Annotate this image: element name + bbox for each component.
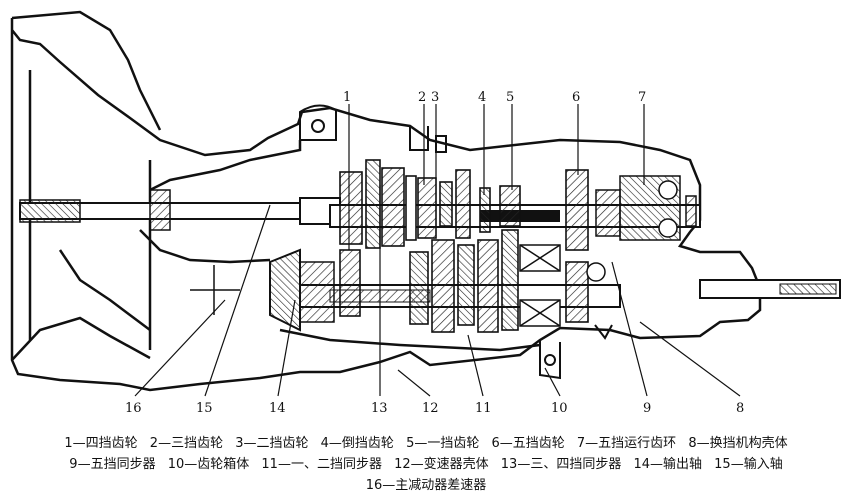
center-crosshair xyxy=(190,265,240,315)
callout-3: 3 xyxy=(431,90,439,105)
legend-item: 9—五挡同步器 xyxy=(69,457,156,472)
legend-item: 15—输入轴 xyxy=(714,457,783,472)
callout-10: 10 xyxy=(551,401,568,416)
callout-numbers: 1 2 3 4 5 6 7 16 15 14 13 12 11 10 9 8 xyxy=(125,90,744,416)
callout-6: 6 xyxy=(572,90,580,105)
callout-11: 11 xyxy=(475,401,492,416)
callout-4: 4 xyxy=(478,90,486,105)
callout-14: 14 xyxy=(269,401,286,416)
callout-13: 13 xyxy=(371,401,388,416)
legend-item: 12—变速器壳体 xyxy=(394,457,489,472)
legend-item: 11—一、二挡同步器 xyxy=(261,457,382,472)
callout-2: 2 xyxy=(418,90,426,105)
input-shaft xyxy=(19,189,341,231)
legend-item: 1—四挡齿轮 xyxy=(64,436,138,451)
legend-item: 7—五挡运行齿环 xyxy=(576,436,677,451)
legend-item: 2—三挡齿轮 xyxy=(149,436,224,451)
gear-stack-lower xyxy=(339,229,589,333)
callout-15: 15 xyxy=(196,401,213,416)
callout-5: 5 xyxy=(506,90,514,105)
callout-9: 9 xyxy=(643,401,651,416)
differential-pinion-gear xyxy=(269,248,335,332)
gear-stack-upper xyxy=(339,159,589,251)
callout-7: 7 xyxy=(638,90,646,105)
leader-lines xyxy=(134,104,741,397)
legend-item: 4—倒挡齿轮 xyxy=(320,436,394,451)
callout-8: 8 xyxy=(736,401,744,416)
legend-item: 8—换挡机构壳体 xyxy=(688,436,788,451)
diagram-legend: 1—四挡齿轮 2—三挡齿轮 3—二挡齿轮 4—倒挡齿轮 5—一挡齿轮 6—五挡齿… xyxy=(14,433,838,496)
legend-item: 10—齿轮箱体 xyxy=(167,457,250,472)
transmission-cross-section-diagram: 1 2 3 4 5 6 7 16 15 14 13 12 11 10 9 8 xyxy=(10,10,841,416)
legend-item: 3—二挡齿轮 xyxy=(235,436,309,451)
output-extension-shaft xyxy=(699,279,841,299)
legend-item: 5—一挡齿轮 xyxy=(406,436,480,451)
callout-12: 12 xyxy=(422,401,439,416)
legend-item: 6—五挡齿轮 xyxy=(491,436,565,451)
callout-16: 16 xyxy=(125,401,142,416)
callout-1: 1 xyxy=(343,90,351,105)
bearings xyxy=(519,175,697,327)
legend-item: 13—三、四挡同步器 xyxy=(500,457,622,472)
legend-item: 16—主减动器差速器 xyxy=(365,478,487,493)
legend-item: 14—输出轴 xyxy=(633,457,703,472)
